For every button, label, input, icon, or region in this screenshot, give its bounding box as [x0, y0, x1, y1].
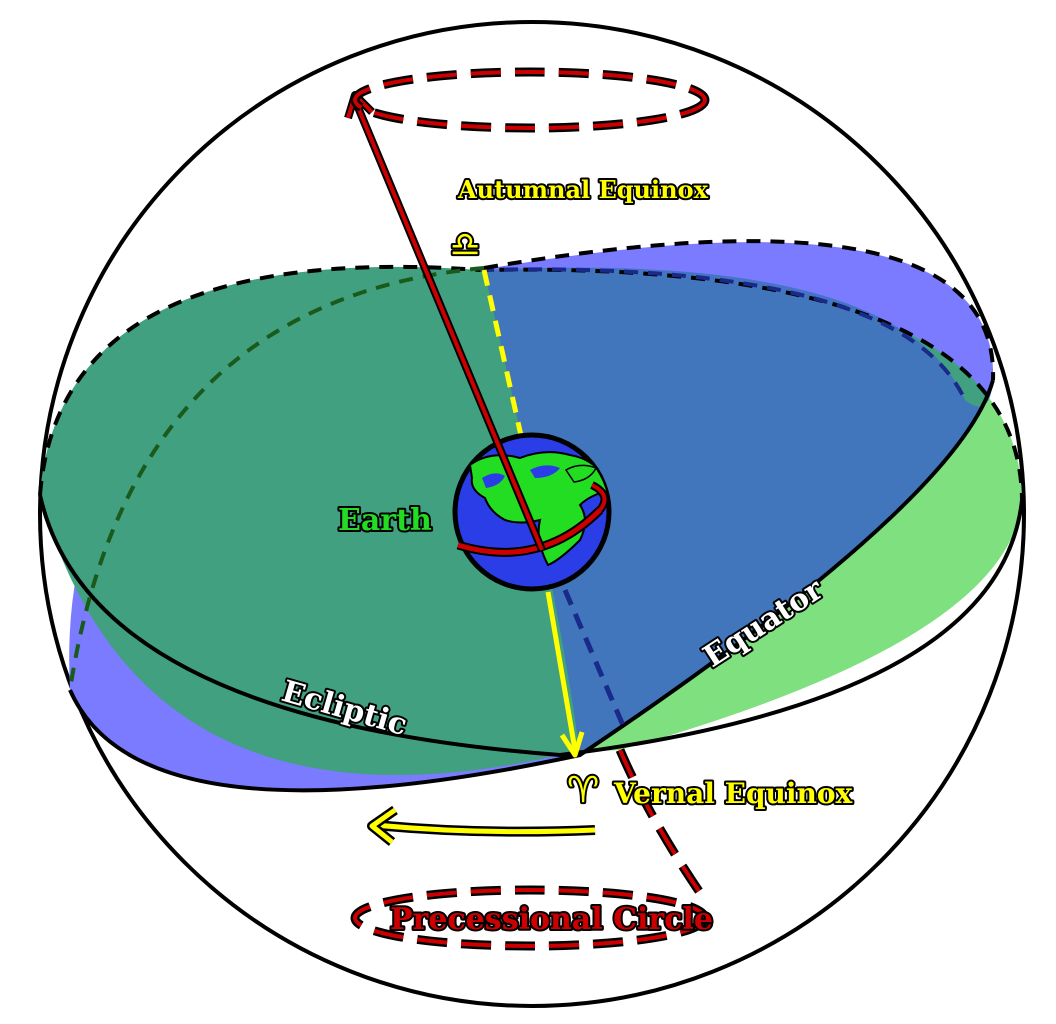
celestial-sphere [38, 20, 1026, 1008]
left-arrow-icon [367, 805, 596, 846]
earth-label: Earth [338, 503, 432, 538]
precessional-circle-label: Precessional Circle [390, 902, 713, 937]
equator-hidden-edge [68, 266, 485, 691]
libra-symbol: ♎ [450, 225, 480, 265]
ecliptic-front-edge [38, 494, 1024, 758]
earth-globe-icon [452, 432, 612, 592]
aries-symbol: ♈ [567, 770, 599, 811]
ecliptic-hidden-edge [479, 267, 967, 401]
vernal-equinox-label: Vernal Equinox [613, 777, 853, 810]
equinox-line-back [481, 269, 525, 441]
overlap-right-shade [484, 267, 993, 755]
equator-back-edge [483, 239, 996, 381]
equator-front-edge [68, 379, 995, 793]
vernal-equinox-arrow [545, 591, 585, 758]
autumnal-equinox-label: Autumnal Equinox [457, 175, 709, 204]
